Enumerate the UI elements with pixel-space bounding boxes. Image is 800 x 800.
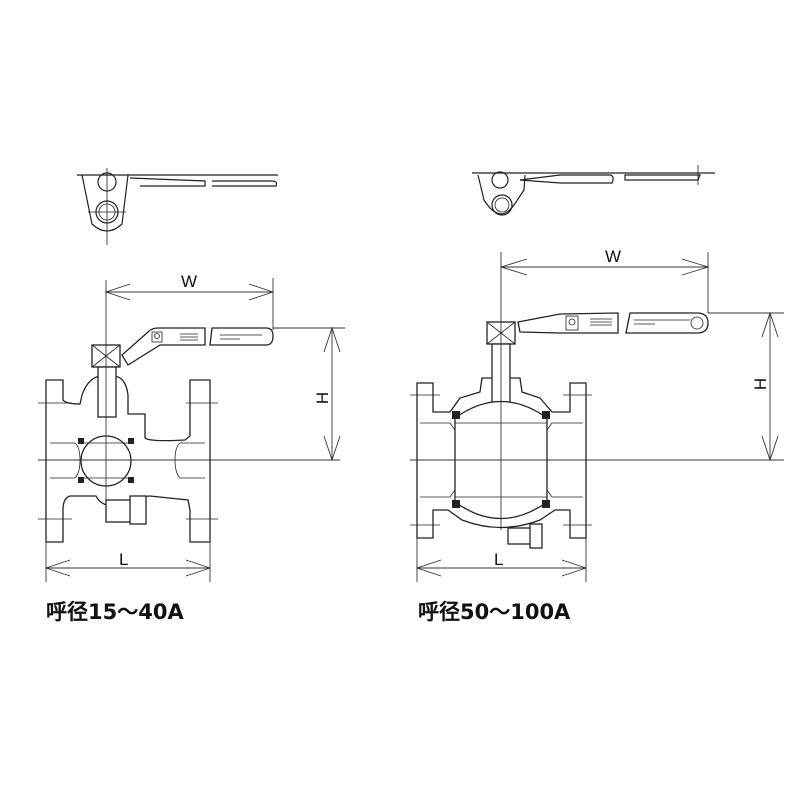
left-w-label: W xyxy=(181,272,197,291)
right-handle xyxy=(517,312,709,334)
right-w-label: W xyxy=(605,247,621,266)
right-h-label: H xyxy=(751,378,770,390)
right-top-view xyxy=(472,165,715,216)
left-valve: W xyxy=(38,168,345,582)
right-h-dimension: H xyxy=(751,311,779,462)
left-valve-body xyxy=(38,280,345,543)
left-l-dimension: L xyxy=(44,542,212,582)
right-w-dimension: W xyxy=(499,247,710,322)
right-l-dimension: L xyxy=(415,538,588,582)
right-valve: W xyxy=(410,165,784,582)
right-valve-body xyxy=(410,312,784,549)
left-top-view xyxy=(77,168,278,245)
left-l-label: L xyxy=(119,550,128,569)
left-handle xyxy=(121,327,274,366)
right-caption: 呼径50〜100A xyxy=(418,600,571,624)
left-caption: 呼径15〜40A xyxy=(46,600,184,624)
left-h-label: H xyxy=(313,392,332,404)
right-l-label: L xyxy=(494,550,503,569)
left-h-dimension: H xyxy=(313,326,341,462)
left-w-dimension: W xyxy=(104,272,275,330)
